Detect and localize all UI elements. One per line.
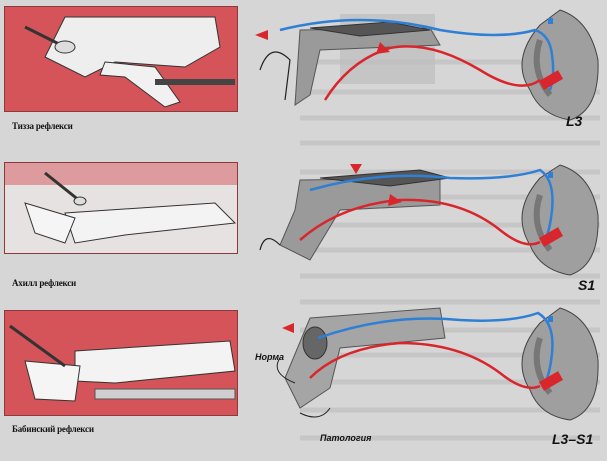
spinal-cord-section (522, 10, 598, 120)
caption-babinski-reflex: Бабинский рефлекси (12, 424, 94, 434)
stimulus-arrow (255, 30, 268, 40)
achilles-reflex-diagram (240, 150, 607, 300)
babinski-reflex-photo (4, 310, 238, 416)
achilles-reflex-photo (4, 162, 238, 254)
level-label-middle: S1 (578, 277, 595, 293)
caption-achilles-reflex: Ахилл рефлекси (12, 278, 76, 288)
knee-reflex-diagram (240, 0, 607, 145)
label-norm: Норма (255, 352, 284, 362)
caption-knee-reflex: Тизза рефлекси (12, 121, 73, 131)
level-label-bottom: L3–S1 (552, 431, 593, 447)
label-pathology: Патология (320, 433, 371, 443)
knee-reflex-photo (4, 6, 238, 112)
level-label-top: L3 (566, 113, 582, 129)
